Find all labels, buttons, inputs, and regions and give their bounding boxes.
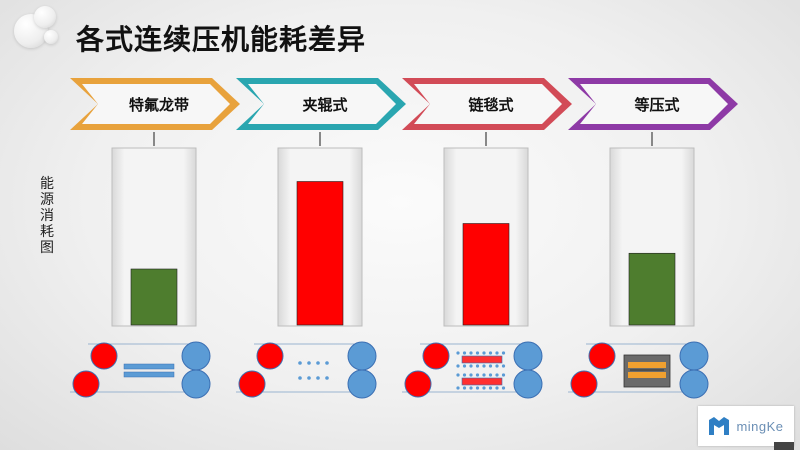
- page-title: 各式连续压机能耗差异: [76, 23, 367, 56]
- isobaric-layer: [628, 362, 666, 368]
- chain-dot: [501, 386, 506, 390]
- logo-icon: [709, 417, 730, 435]
- chain-dot: [462, 351, 467, 355]
- bar: [130, 268, 178, 326]
- chain-dot: [456, 351, 460, 355]
- category-label: 特氟龙带: [129, 96, 189, 114]
- chain-dot: [456, 364, 460, 368]
- chain-dot: [495, 386, 499, 390]
- decorative-bubble-small: [44, 30, 58, 44]
- chain-dot: [456, 373, 460, 377]
- chain-dot: [475, 364, 480, 368]
- chevron-4-inner: [580, 84, 728, 124]
- chain-dot: [495, 373, 499, 377]
- chain-dot: [469, 386, 473, 390]
- logo-text: mingKe: [736, 418, 784, 434]
- roller-blue: [513, 369, 543, 399]
- chain-dot: [482, 351, 486, 355]
- decorative-bubble-medium: [34, 6, 56, 28]
- roller-red: [72, 370, 100, 398]
- pinch-roller-dot: [298, 361, 302, 365]
- pinch-roller-dot: [325, 361, 329, 365]
- chain-dot: [469, 373, 473, 377]
- chain-dot: [501, 373, 506, 377]
- isobaric-press: [623, 354, 671, 388]
- chain-dot: [482, 364, 486, 368]
- pinch-roller-dot: [307, 361, 311, 365]
- chain-dot: [482, 386, 486, 390]
- roller-blue: [181, 369, 211, 399]
- chain-dot: [475, 386, 480, 390]
- chain-mat: [461, 355, 503, 364]
- chain-dot: [469, 351, 473, 355]
- roller-red: [90, 342, 118, 370]
- bar: [296, 181, 344, 326]
- chain-dot: [462, 373, 467, 377]
- roller-red: [404, 370, 432, 398]
- roller-blue: [181, 341, 211, 371]
- roller-red: [570, 370, 598, 398]
- chain-dot: [488, 373, 493, 377]
- pinch-roller-dot: [316, 376, 320, 380]
- chain-dot: [462, 386, 467, 390]
- category-label: 链毯式: [468, 96, 513, 114]
- bar: [628, 252, 676, 326]
- chain-dot: [488, 386, 493, 390]
- roller-red: [256, 342, 284, 370]
- chain-dot: [488, 364, 493, 368]
- roller-blue: [513, 341, 543, 371]
- chevron-2-inner: [248, 84, 396, 124]
- chevron-3-inner: [414, 84, 562, 124]
- chain-dot: [501, 364, 506, 368]
- y-axis-label: 能源消耗图: [40, 176, 54, 256]
- pinch-roller-dot: [325, 376, 329, 380]
- chain-dot: [456, 386, 460, 390]
- roller-blue: [347, 369, 377, 399]
- chain-dot: [482, 373, 486, 377]
- teflon-belt: [123, 371, 175, 378]
- chain-dot: [469, 364, 473, 368]
- chain-mat: [461, 377, 503, 386]
- chain-dot: [501, 351, 506, 355]
- pinch-roller-dot: [307, 376, 311, 380]
- chain-dot: [475, 351, 480, 355]
- chevron-1-inner: [82, 84, 230, 124]
- category-label: 等压式: [634, 96, 679, 114]
- roller-blue: [347, 341, 377, 371]
- category-label: 夹辊式: [302, 96, 347, 114]
- chain-dot: [462, 364, 467, 368]
- bar: [462, 223, 510, 326]
- pinch-roller-dot: [316, 361, 320, 365]
- roller-red: [588, 342, 616, 370]
- chain-dot: [495, 364, 499, 368]
- page-number-tab: [774, 442, 794, 450]
- pinch-roller-dot: [298, 376, 302, 380]
- chain-dot: [488, 351, 493, 355]
- chain-dot: [495, 351, 499, 355]
- roller-red: [422, 342, 450, 370]
- teflon-belt: [123, 363, 175, 370]
- isobaric-layer: [628, 372, 666, 378]
- roller-blue: [679, 341, 709, 371]
- chain-dot: [475, 373, 480, 377]
- roller-red: [238, 370, 266, 398]
- roller-blue: [679, 369, 709, 399]
- brand-logo: mingKe: [698, 406, 794, 446]
